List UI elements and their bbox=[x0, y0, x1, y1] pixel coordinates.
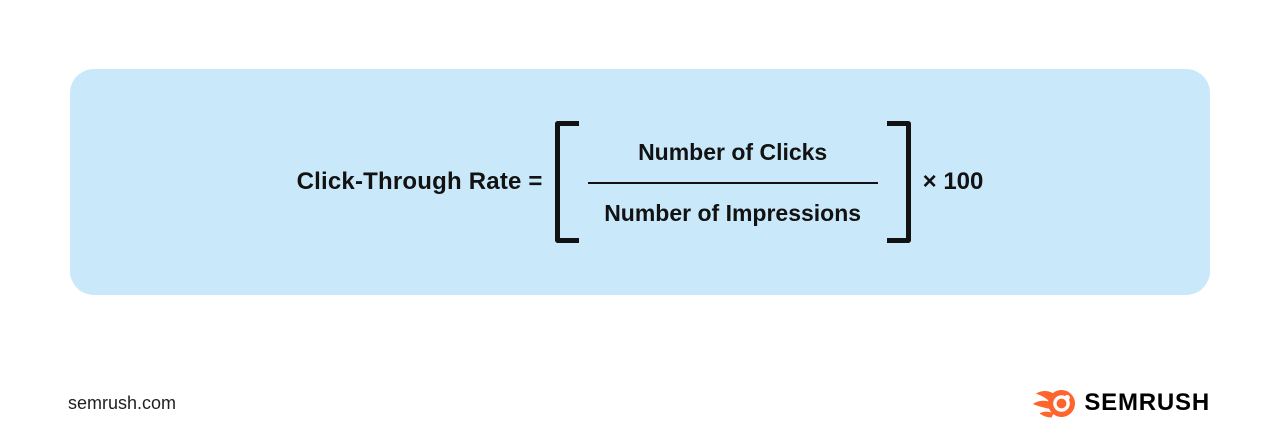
fraction-bar bbox=[587, 181, 878, 184]
fraction: Number of Clicks Number of Impressions bbox=[587, 137, 878, 228]
footer: semrush.com SEMRUSH bbox=[68, 386, 1210, 420]
semrush-logo-icon bbox=[1033, 389, 1076, 417]
formula-lhs: Click-Through Rate = bbox=[296, 168, 543, 195]
left-bracket-icon bbox=[554, 121, 579, 243]
multiplier-label: × 100 bbox=[922, 168, 984, 195]
numerator-label: Number of Clicks bbox=[638, 138, 828, 165]
site-url: semrush.com bbox=[68, 392, 177, 413]
ctr-formula: Click-Through Rate = Number of Clicks Nu… bbox=[296, 121, 984, 243]
formula-panel: Click-Through Rate = Number of Clicks Nu… bbox=[70, 69, 1210, 295]
right-bracket-icon bbox=[886, 121, 911, 243]
semrush-wordmark: SEMRUSH bbox=[1084, 389, 1210, 416]
denominator-label: Number of Impressions bbox=[604, 199, 862, 226]
semrush-logo: SEMRUSH bbox=[1033, 388, 1210, 419]
